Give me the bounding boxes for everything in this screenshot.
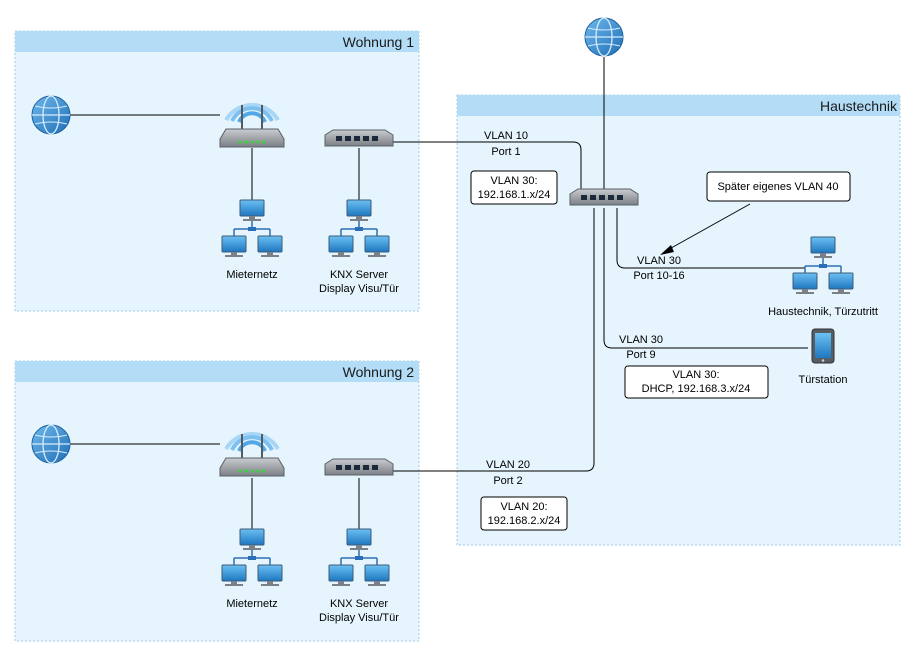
label-vlan30-b: VLAN 30 <box>619 334 663 346</box>
core-switch-icon <box>569 188 639 206</box>
note-future-vlan40: Später eigenes VLAN 40 <box>706 171 851 202</box>
note-future-vlan40-text: Später eigenes VLAN 40 <box>717 181 838 193</box>
zone-haustechnik: Haustechnik <box>456 94 901 546</box>
arrow-future-vlan40 <box>663 203 751 253</box>
label-haustechnik-pcs: Haustechnik, Türzutritt <box>768 306 878 318</box>
note-dhcp-line1: VLAN 30: <box>672 369 719 381</box>
zone-title-wohnung-1: Wohnung 1 <box>343 34 415 50</box>
label-port10-16: Port 10-16 <box>633 270 684 282</box>
arrow-head <box>660 245 674 255</box>
link-vlan10 <box>392 141 582 192</box>
note-vlan20-subnet: VLAN 20: 192.168.2.x/24 <box>480 496 568 531</box>
note-dhcp-line2: DHCP, 192.168.3.x/24 <box>642 383 751 395</box>
label-port1: Port 1 <box>491 146 520 158</box>
note-vlan20-subnet-line2: 192.168.2.x/24 <box>488 515 561 527</box>
label-vlan30-a: VLAN 30 <box>637 255 681 267</box>
note-vlan30-subnet-line1: VLAN 30: <box>490 175 537 187</box>
label-port9: Port 9 <box>626 349 655 361</box>
label-port2: Port 2 <box>493 475 522 487</box>
zone-title-haustechnik: Haustechnik <box>820 98 898 114</box>
label-knx-server-2: KNX Server <box>330 598 388 610</box>
door-station-icon <box>811 328 835 364</box>
connection-lines <box>70 57 808 530</box>
label-vlan10: VLAN 10 <box>484 130 528 142</box>
label-display-visu-1: Display Visu/Tür <box>319 283 399 295</box>
note-dhcp: VLAN 30: DHCP, 192.168.3.x/24 <box>624 365 769 399</box>
zone-wohnung-2: Wohnung 2 <box>14 360 420 642</box>
internet-globe-icon <box>584 17 624 57</box>
internet-globe-icon <box>31 95 71 135</box>
label-knx-server-1: KNX Server <box>330 269 388 281</box>
note-vlan30-subnet-line2: 192.168.1.x/24 <box>478 189 551 201</box>
label-mieternetz-2: Mieternetz <box>226 598 277 610</box>
zone-wohnung-1: Wohnung 1 <box>14 30 420 312</box>
label-tuerstation: Türstation <box>799 374 848 386</box>
network-switch-icon <box>324 458 394 476</box>
link-vlan30-port9 <box>603 208 808 349</box>
label-display-visu-2: Display Visu/Tür <box>319 612 399 624</box>
zone-title-wohnung-2: Wohnung 2 <box>343 364 415 380</box>
note-vlan30-subnet: VLAN 30: 192.168.1.x/24 <box>470 170 558 205</box>
label-vlan20: VLAN 20 <box>486 459 530 471</box>
link-vlan30-port10-16 <box>616 208 805 269</box>
internet-globe-icon <box>31 424 71 464</box>
note-vlan20-subnet-line1: VLAN 20: <box>500 501 547 513</box>
label-mieternetz-1: Mieternetz <box>226 269 277 281</box>
link-vlan20 <box>392 208 595 472</box>
network-switch-icon <box>324 129 394 147</box>
